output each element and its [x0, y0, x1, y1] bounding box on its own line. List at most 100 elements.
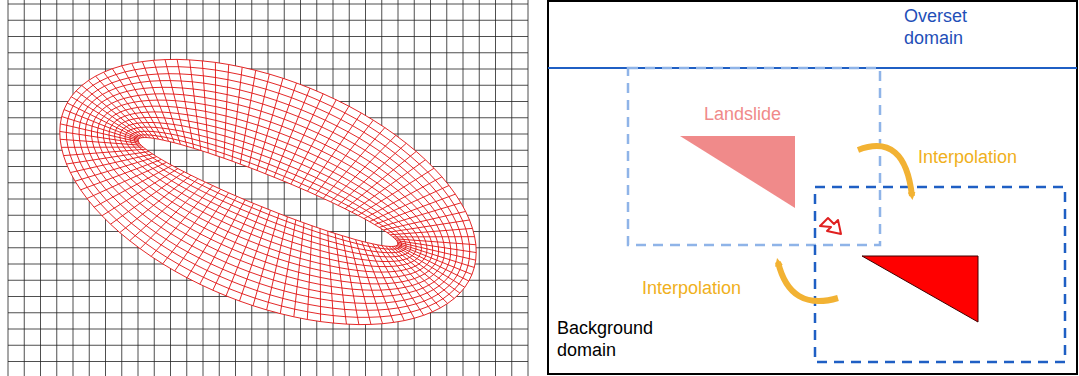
- grid-line: [130, 131, 406, 252]
- grid-line: [294, 223, 304, 317]
- grid-line: [138, 138, 398, 247]
- grid-line: [165, 60, 187, 147]
- grid-line: [224, 65, 229, 159]
- grid-line: [64, 110, 138, 140]
- overset-ring: [60, 59, 476, 324]
- grid-line: [190, 60, 201, 151]
- grid-line: [358, 168, 434, 215]
- grid-line: [335, 233, 346, 324]
- grid-line: [232, 67, 242, 161]
- grid-line: [362, 241, 394, 322]
- diagram-label: Interpolation: [642, 278, 772, 300]
- grid-line: [60, 59, 476, 324]
- grid-line: [370, 185, 449, 221]
- grid-line: [40, 0, 41, 376]
- grid-line: [373, 244, 415, 318]
- grid-line: [291, 100, 336, 184]
- grid-line: [8, 4, 528, 5]
- grid-line: [511, 0, 512, 376]
- grid-line: [151, 186, 213, 257]
- overset-domain-new: [815, 187, 1065, 362]
- grid-line: [345, 151, 416, 208]
- grid-line: [104, 72, 155, 138]
- grid-line: [61, 147, 143, 148]
- grid-line: [299, 106, 349, 187]
- grid-line: [268, 0, 269, 376]
- overset-domain-old: [628, 68, 880, 245]
- grid-line: [62, 117, 138, 141]
- diagram-label: Landslide: [704, 104, 824, 126]
- grid-line: [63, 149, 145, 155]
- grid-line: [8, 312, 528, 313]
- grid-line: [328, 231, 334, 323]
- grid-line: [213, 203, 254, 290]
- grid-line: [56, 0, 57, 376]
- grid-line: [24, 0, 25, 376]
- grid-line: [142, 62, 174, 143]
- grid-line: [153, 60, 180, 144]
- grid-line: [140, 182, 205, 249]
- grid-line: [215, 62, 217, 155]
- grid-line: [66, 67, 469, 318]
- grid-line: [8, 52, 528, 53]
- grid-line: [315, 120, 373, 195]
- grid-line: [267, 217, 288, 310]
- grid-line: [495, 0, 496, 376]
- grid-line: [398, 244, 472, 274]
- grid-line: [81, 159, 162, 189]
- landslide-new: [862, 256, 978, 322]
- grid-line: [257, 78, 283, 170]
- grid-line: [8, 329, 528, 330]
- grid-line: [8, 361, 528, 362]
- grid-line: [8, 69, 528, 70]
- grid-line: [82, 86, 144, 138]
- grid-line: [323, 128, 385, 199]
- grid-line: [66, 152, 148, 164]
- grid-line: [397, 242, 475, 260]
- grid-line: [67, 103, 139, 139]
- grid-line: [249, 74, 270, 167]
- grid-line: [97, 100, 438, 284]
- grid-line: [375, 194, 456, 224]
- interpolation-arrow: [778, 262, 838, 301]
- grid-line: [463, 0, 464, 376]
- overset-grid: [60, 59, 476, 324]
- grid-line: [479, 0, 480, 376]
- grid-line: [71, 97, 140, 138]
- diagram-label: Overset domain: [904, 6, 994, 49]
- grid-line: [390, 228, 472, 234]
- grid-line: [253, 214, 279, 306]
- grid-line: [356, 240, 383, 324]
- grid-line: [73, 74, 464, 311]
- grid-line: [202, 61, 208, 153]
- grid-line: [102, 169, 178, 216]
- grid-line: [398, 243, 474, 267]
- grid-line: [387, 220, 469, 232]
- grid-line: [200, 200, 245, 284]
- grid-line: [111, 172, 185, 224]
- motion-arrow: [820, 218, 841, 234]
- grid-line: [8, 345, 528, 346]
- grid-line: [338, 143, 406, 205]
- grid-line: [320, 229, 322, 322]
- grid-line: [130, 179, 198, 241]
- grid-line: [122, 66, 164, 140]
- grid-line: [307, 226, 312, 320]
- grid-line: [280, 220, 296, 314]
- grid-line: [349, 238, 371, 325]
- grid-line: [367, 243, 404, 321]
- grid-line: [120, 175, 191, 232]
- grid-line: [251, 0, 252, 376]
- grid-line: [112, 69, 158, 139]
- grid-line: [240, 70, 256, 164]
- grid-line: [8, 0, 9, 376]
- grid-line: [352, 160, 426, 212]
- interpolation-arrow: [858, 146, 912, 196]
- grid-line: [235, 0, 236, 376]
- grid-line: [393, 236, 475, 237]
- grid-line: [284, 0, 285, 376]
- grid-line: [377, 245, 423, 315]
- grid-line: [331, 135, 396, 202]
- background-grid: [8, 0, 528, 376]
